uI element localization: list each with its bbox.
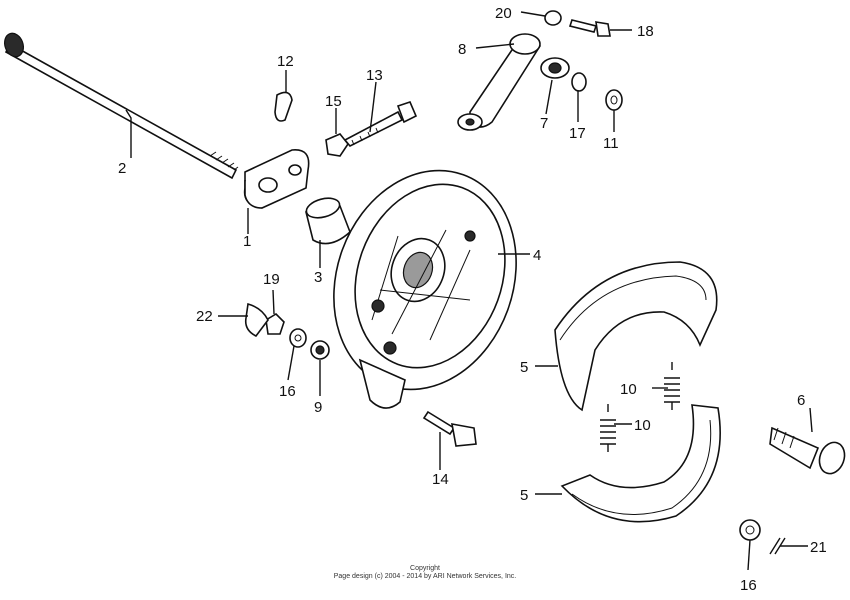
- callout-3: 3: [314, 269, 322, 286]
- callout-18: 18: [637, 23, 654, 40]
- copyright-line-1: Copyright: [410, 565, 440, 572]
- callout-1: 1: [243, 233, 251, 250]
- brake-panel: [333, 169, 517, 409]
- axle-plate: [243, 149, 310, 209]
- brake-cam: [769, 426, 846, 475]
- callout-6: 6: [797, 392, 805, 409]
- washer-16-right: [739, 519, 761, 541]
- callout-9: 9: [314, 399, 322, 416]
- washer-17: [571, 72, 587, 92]
- callout-5-lower: 5: [520, 487, 528, 504]
- callout-15: 15: [325, 93, 342, 110]
- callout-12: 12: [277, 53, 294, 70]
- nut-15: [325, 133, 349, 157]
- callout-14: 14: [432, 471, 449, 488]
- clip-12: [274, 91, 293, 122]
- callout-16-left: 16: [279, 383, 296, 400]
- callout-13: 13: [366, 67, 383, 84]
- washer-11-hole: [610, 95, 618, 105]
- callout-16-right: 16: [740, 577, 757, 594]
- brake-arm: [457, 33, 541, 131]
- bolt-18: [568, 19, 611, 37]
- callout-22: 22: [196, 308, 213, 325]
- callout-labels: 1 2 3 4 5 5 6 7 8 9 10 10 11 12 13 14 15…: [118, 5, 827, 594]
- callout-20: 20: [495, 5, 512, 22]
- washer-16-left-hole: [294, 334, 302, 342]
- copyright-footer: Copyright Page design (c) 2004 - 2014 by…: [0, 565, 850, 581]
- spring-upper: [664, 362, 680, 410]
- washer-9-hole: [315, 345, 325, 355]
- spacer-collar: [305, 197, 351, 245]
- callout-17: 17: [569, 125, 586, 142]
- spring-lower: [600, 404, 616, 452]
- callout-4: 4: [533, 247, 541, 264]
- leader-lines: [125, 11, 813, 571]
- callout-19: 19: [263, 271, 280, 288]
- callout-5-upper: 5: [520, 359, 528, 376]
- callout-10-upper: 10: [620, 381, 637, 398]
- copyright-line-2: Page design (c) 2004 - 2014 by ARI Netwo…: [333, 573, 517, 580]
- nut-20: [544, 10, 562, 26]
- axle: [3, 32, 239, 180]
- callout-2: 2: [118, 160, 126, 177]
- pin-14: [422, 410, 477, 447]
- callout-8: 8: [458, 41, 466, 58]
- callout-10-lower: 10: [634, 417, 651, 434]
- washer-16-right-hole: [745, 525, 755, 535]
- washer-11: [605, 89, 623, 111]
- nut-19: [265, 312, 285, 335]
- bolt-13: [343, 101, 418, 147]
- washer-16-left: [289, 328, 307, 348]
- brake-shoe-lower: [560, 404, 721, 523]
- callout-7: 7: [540, 115, 548, 132]
- brake-shoe-upper: [554, 261, 718, 412]
- clip-22: [244, 302, 269, 338]
- callout-21: 21: [810, 539, 827, 556]
- cam-dust-seal: [540, 57, 570, 79]
- callout-11: 11: [603, 135, 619, 152]
